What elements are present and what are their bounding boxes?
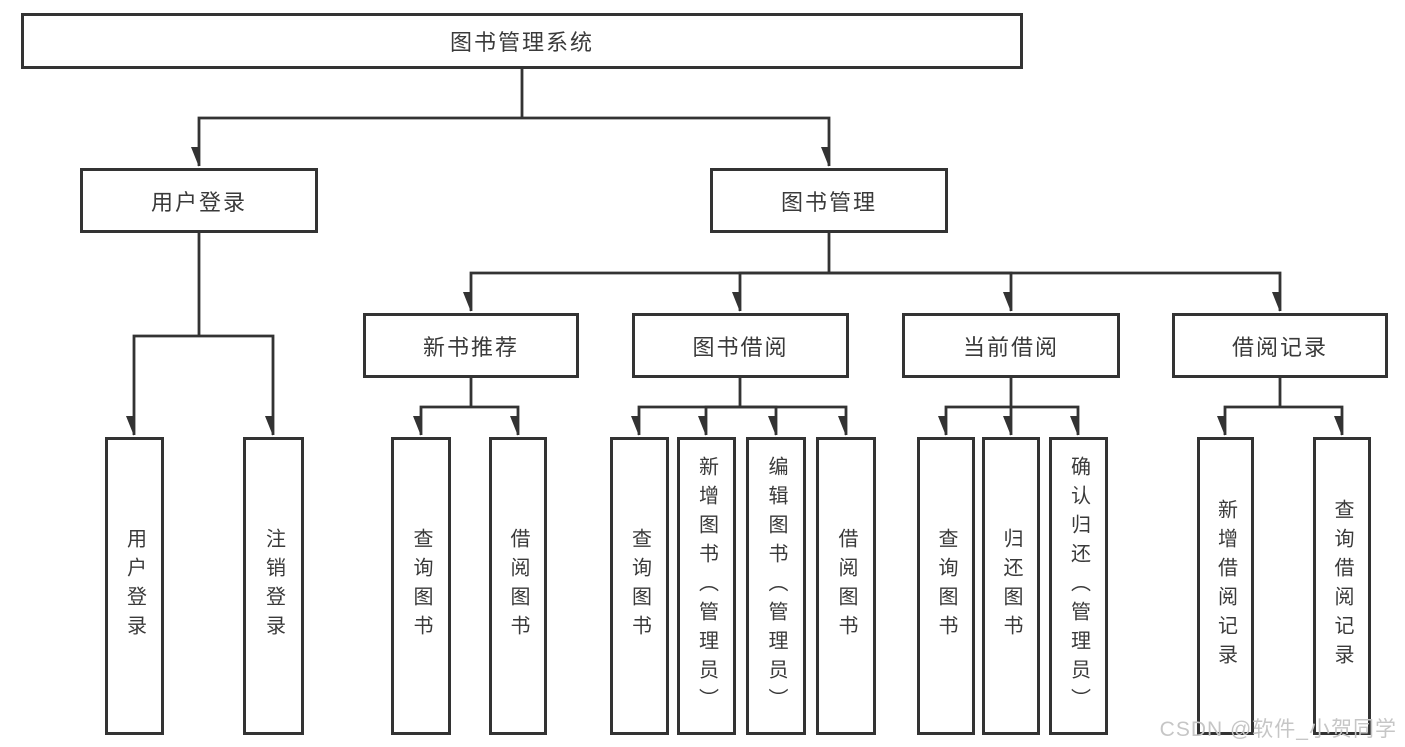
- edge-to-br-query: [1280, 405, 1344, 435]
- node-leaf-bb-query-books-label: 查询图书: [628, 528, 651, 644]
- node-leaf-bb-query-books: 查询图书: [610, 437, 669, 735]
- edge-to-cb-query: [946, 405, 1011, 435]
- csdn-watermark: CSDN @软件_小贺同学: [1159, 718, 1397, 741]
- node-leaf-user-login: 用户登录: [105, 437, 164, 735]
- edge-to-leaf-logout: [199, 334, 275, 435]
- node-leaf-br-query-record-label: 查询借阅记录: [1331, 499, 1353, 673]
- node-leaf-br-query-record: 查询借阅记录: [1313, 437, 1371, 735]
- edge-root-to-book-mgmt: [522, 116, 831, 166]
- node-current-borrow: 当前借阅: [902, 313, 1120, 378]
- node-user-login: 用户登录: [80, 168, 318, 233]
- node-leaf-bb-add-books-admin-label: 新增图书（管理员）: [695, 455, 718, 717]
- node-leaf-nb-borrow-books: 借阅图书: [489, 437, 547, 735]
- node-borrow-records-label: 借阅记录: [1231, 334, 1328, 360]
- node-leaf-bb-edit-books-admin-label: 编辑图书（管理员）: [765, 455, 787, 717]
- node-new-books-label: 新书推荐: [422, 334, 519, 360]
- node-leaf-cb-confirm-return-admin-label: 确认归还（管理员）: [1067, 455, 1090, 717]
- edge-to-leaf-user-login: [134, 334, 199, 435]
- edge-to-bb-edit: [740, 405, 778, 435]
- edge-to-nb-borrow: [471, 405, 520, 435]
- node-leaf-nb-query-books-label: 查询图书: [410, 528, 432, 644]
- node-new-books: 新书推荐: [363, 313, 579, 378]
- edge-to-new-books: [471, 271, 829, 311]
- node-leaf-br-add-record: 新增借阅记录: [1197, 437, 1254, 735]
- node-leaf-user-login-label: 用户登录: [123, 528, 146, 644]
- node-book-mgmt-label: 图书管理: [780, 189, 877, 215]
- edge-to-bb-borrow: [740, 405, 848, 435]
- node-leaf-bb-borrow-books: 借阅图书: [816, 437, 876, 735]
- node-current-borrow-label: 当前借阅: [962, 334, 1059, 360]
- edge-to-br-add: [1225, 405, 1280, 435]
- edge-to-bb-add: [706, 405, 740, 435]
- node-root-system-label: 图书管理系统: [449, 30, 594, 55]
- node-root-system: 图书管理系统: [21, 13, 1023, 69]
- node-leaf-bb-add-books-admin: 新增图书（管理员）: [677, 437, 736, 735]
- node-leaf-logout: 注销登录: [243, 437, 304, 735]
- node-leaf-cb-return-books-label: 归还图书: [1000, 528, 1022, 644]
- node-book-borrow-label: 图书借阅: [692, 334, 789, 360]
- node-leaf-logout-label: 注销登录: [262, 528, 285, 644]
- node-leaf-cb-confirm-return-admin: 确认归还（管理员）: [1049, 437, 1108, 735]
- edge-to-current-borrow: [829, 271, 1013, 311]
- node-leaf-bb-borrow-books-label: 借阅图书: [835, 528, 857, 644]
- node-leaf-cb-return-books: 归还图书: [982, 437, 1040, 735]
- node-user-login-label: 用户登录: [150, 189, 247, 215]
- edge-root-to-user-login: [199, 116, 522, 166]
- edge-to-bb-query: [639, 405, 740, 435]
- edge-to-cb-confirm: [1011, 405, 1080, 435]
- node-leaf-nb-query-books: 查询图书: [391, 437, 451, 735]
- node-leaf-nb-borrow-books-label: 借阅图书: [507, 528, 529, 644]
- edge-to-borrow-records: [829, 271, 1282, 311]
- node-borrow-records: 借阅记录: [1172, 313, 1388, 378]
- node-book-borrow: 图书借阅: [632, 313, 849, 378]
- node-leaf-br-add-record-label: 新增借阅记录: [1214, 499, 1237, 673]
- node-leaf-bb-edit-books-admin: 编辑图书（管理员）: [746, 437, 806, 735]
- edge-to-nb-query: [421, 405, 471, 435]
- node-leaf-cb-query-books-label: 查询图书: [935, 528, 957, 644]
- edge-to-book-borrow: [740, 271, 829, 311]
- node-leaf-cb-query-books: 查询图书: [917, 437, 975, 735]
- node-book-mgmt: 图书管理: [710, 168, 948, 233]
